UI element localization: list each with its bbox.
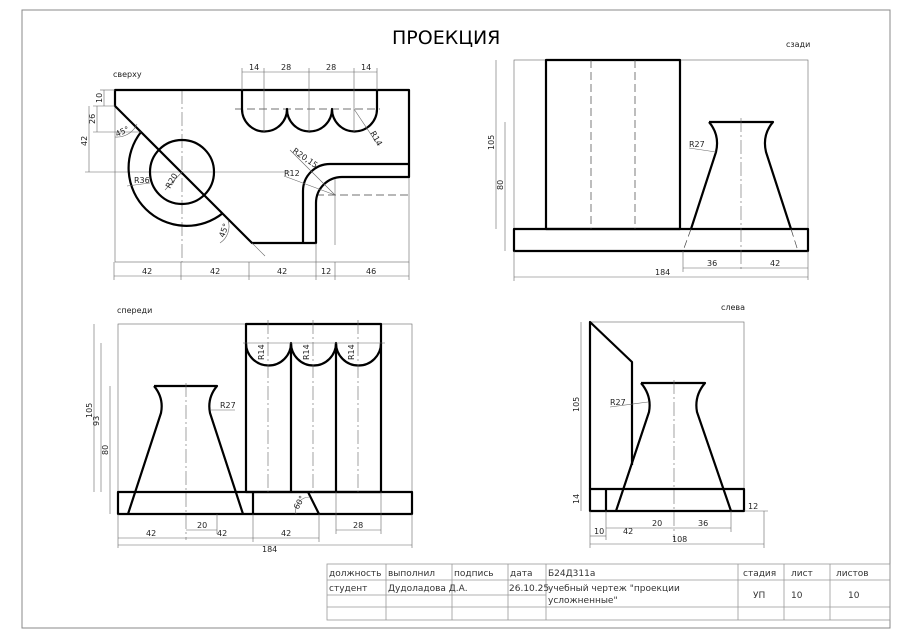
dim-label: 42 (142, 267, 152, 276)
left-view-label: слева (721, 303, 745, 312)
back-view-label: сзади (786, 40, 810, 49)
dim-label: 93 (92, 416, 101, 426)
back-view: сзади R27 105 80 36 42 184 (487, 40, 810, 281)
dim-label: 42 (623, 527, 633, 536)
title-block: должность выполнил подпись дата Б24Д311а… (326, 563, 891, 621)
front-view-label: спереди (117, 306, 152, 315)
dim-label: 105 (572, 397, 581, 412)
dim-label: 45° (114, 125, 131, 139)
dim-label: 36 (707, 259, 717, 268)
dim-label: 42 (277, 267, 287, 276)
dim-label: R20,15 (291, 146, 319, 170)
dim-label: R14 (368, 130, 384, 148)
dim-label: 42 (146, 529, 156, 538)
dim-label: R20 (164, 172, 180, 190)
description-line1: учебный чертеж "проекции (548, 584, 680, 594)
dim-label: 184 (262, 545, 277, 554)
dim-label: R36 (134, 176, 150, 185)
header-position: должность (329, 569, 381, 579)
dim-label: 36 (698, 519, 708, 528)
dim-label: R12 (284, 169, 300, 178)
dim-label: R14 (257, 344, 266, 360)
header-stage: стадия (743, 569, 776, 579)
dim-label: 105 (85, 403, 94, 418)
dim-label: 80 (101, 445, 110, 455)
dim-label: 105 (487, 135, 496, 150)
dim-label: 60° (292, 494, 307, 511)
dim-label: 184 (655, 268, 670, 277)
dim-label: 26 (88, 114, 97, 124)
dim-label: 42 (770, 259, 780, 268)
sheet-frame (21, 9, 891, 629)
dim-label: 46 (366, 267, 376, 276)
dim-label: R27 (220, 401, 236, 410)
dim-label: 10 (95, 93, 104, 103)
dim-label: 28 (353, 521, 363, 530)
dim-label: 20 (197, 521, 207, 530)
dim-label: 20 (652, 519, 662, 528)
dim-label: 12 (321, 267, 331, 276)
header-sheet: лист (791, 569, 813, 579)
sheets-value: 10 (848, 591, 860, 601)
header-performed: выполнил (388, 569, 435, 579)
dim-label: 14 (572, 494, 581, 504)
stage-value: УП (753, 591, 765, 601)
dim-label: 42 (281, 529, 291, 538)
left-view: слева R27 105 14 10 42 20 36 108 12 (572, 303, 768, 548)
description-line2: усложненные" (548, 596, 618, 606)
role-value: студент (329, 584, 367, 594)
dim-label: 14 (249, 63, 259, 72)
dim-label: 10 (594, 527, 604, 536)
dim-label: R27 (610, 398, 626, 407)
dim-label: 12 (748, 502, 758, 511)
header-sheets: листов (836, 569, 869, 579)
drawing-code: Б24Д311а (548, 569, 595, 579)
date-value: 26.10.25 (509, 584, 549, 594)
dim-label: 28 (326, 63, 336, 72)
dim-label: 108 (672, 535, 687, 544)
top-view: сверху 14 28 28 14 10 26 42 45° 45° (80, 63, 411, 280)
dim-label: 42 (217, 529, 227, 538)
top-view-label: сверху (113, 70, 142, 79)
dim-label: R14 (347, 344, 356, 360)
header-signature: подпись (454, 569, 494, 579)
dim-label: 42 (80, 136, 89, 146)
dim-label: R14 (302, 344, 311, 360)
dim-label: 28 (281, 63, 291, 72)
header-date: дата (510, 569, 533, 579)
dim-label: 45° (217, 222, 230, 238)
dim-label: 42 (210, 267, 220, 276)
dim-label: R27 (689, 140, 705, 149)
sheet-value: 10 (791, 591, 803, 601)
front-view: спереди R14 R14 R14 R27 60° 105 93 80 (85, 306, 414, 554)
author-value: Дудоладова Д.А. (388, 584, 468, 594)
drawing-title: ПРОЕКЦИЯ (392, 27, 500, 49)
dim-label: 14 (361, 63, 371, 72)
dim-label: 80 (496, 180, 505, 190)
